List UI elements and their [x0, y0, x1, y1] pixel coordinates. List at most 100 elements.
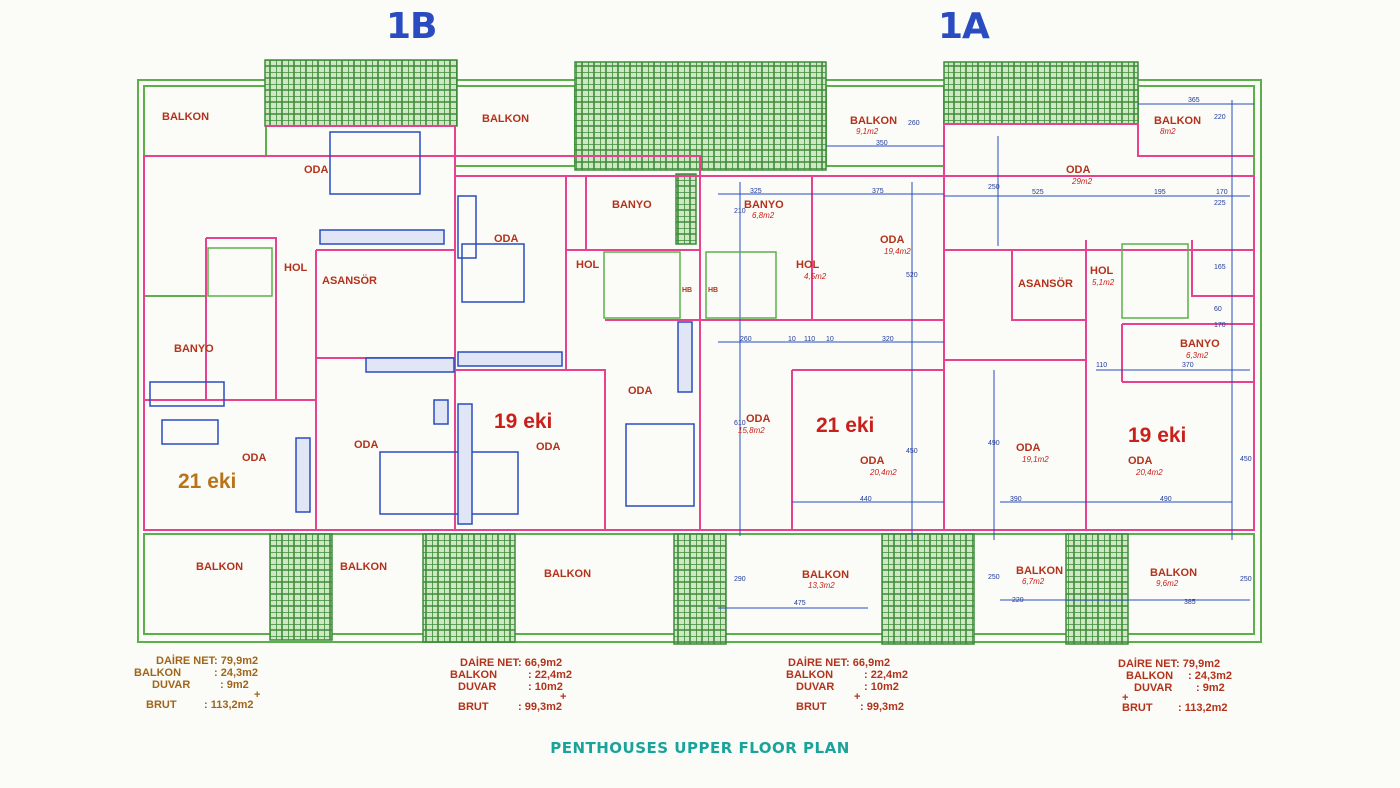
summary-duvar-value: : 9m2 — [220, 679, 249, 691]
room-label: ODA — [860, 455, 885, 467]
staircases — [207, 243, 1189, 319]
dimension-label: 195 — [1154, 189, 1166, 196]
dimension-label: 220 — [1012, 597, 1024, 604]
dimension-label: 110 — [1096, 362, 1108, 369]
area-label: 6,7m2 — [1022, 577, 1045, 586]
summary-plus: + — [854, 691, 861, 703]
room-label: BALKON — [850, 115, 898, 127]
dimension-label: 365 — [1188, 97, 1200, 104]
summary-brut-value: : 99,3m2 — [518, 701, 563, 713]
summary-balkon-label: BALKON — [1126, 670, 1174, 682]
summary-brut-value: : 113,2m2 — [1178, 702, 1228, 714]
summary-duvar-label: DUVAR — [796, 681, 835, 693]
summary-brut-value: : 113,2m2 — [204, 699, 254, 711]
summary-duvar-label: DUVAR — [1134, 682, 1173, 694]
summary-duvar-value: : 9m2 — [1196, 682, 1225, 694]
area-label: 15,8m2 — [738, 426, 765, 435]
area-label: 13,3m2 — [808, 581, 835, 590]
dimension-label: 60 — [1214, 306, 1222, 313]
planter-blocks — [264, 59, 1139, 645]
summary-balkon-label: BALKON — [450, 669, 498, 681]
room-label: BALKON — [1016, 565, 1064, 577]
dimension-label: 290 — [734, 576, 746, 583]
room-label: ODA — [746, 413, 771, 425]
summary-brut-label: BRUT — [1122, 702, 1153, 714]
room-label: ODA — [1016, 442, 1041, 454]
unit-type-label: 19 eki — [494, 410, 553, 433]
area-label: 6,8m2 — [752, 211, 775, 220]
furniture — [149, 131, 695, 525]
summary-balkon-label: BALKON — [134, 667, 182, 679]
dimension-label: 220 — [1214, 114, 1226, 121]
room-label: ODA — [494, 233, 519, 245]
summary-balkon-value: : 22,4m2 — [528, 669, 573, 681]
area-label: 19,4m2 — [884, 247, 911, 256]
area-label: 20,4m2 — [870, 468, 897, 477]
unit-summary: DAİRE NET: 79,9m2 BALKON : 24,3m2 DUVAR : … — [134, 655, 260, 711]
room-label: ASANSÖR — [322, 275, 378, 287]
dimension-label: 440 — [860, 496, 872, 503]
dimension-label: 260 — [740, 336, 752, 343]
room-label: HOL — [284, 262, 308, 274]
room-label: HOL — [576, 259, 600, 271]
dimension-label: 490 — [988, 440, 1000, 447]
room-label: BANYO — [744, 199, 784, 211]
summary-brut-label: BRUT — [146, 699, 177, 711]
summary-duvar-label: DUVAR — [152, 679, 191, 691]
dimension-label: 475 — [794, 600, 806, 607]
dimension-label: 10 — [788, 336, 796, 343]
dimension-label: 390 — [1010, 496, 1022, 503]
unit-1a-heading: 1A — [938, 6, 990, 47]
dimension-label: 450 — [1240, 456, 1252, 463]
room-label: ODA — [304, 164, 329, 176]
dimension-label: 610 — [734, 420, 746, 427]
room-label: ASANSÖR — [1018, 278, 1074, 290]
room-label: BALKON — [162, 111, 210, 123]
room-label: ODA — [536, 441, 561, 453]
summary-net: DAİRE NET: 66,9m2 — [788, 657, 891, 669]
dimension-label: 250 — [988, 184, 1000, 191]
summary-duvar-label: DUVAR — [458, 681, 497, 693]
dimension-label: 250 — [988, 574, 1000, 581]
room-label: BANYO — [1180, 338, 1220, 350]
area-label: 29m2 — [1072, 177, 1093, 186]
room-label: BALKON — [482, 113, 530, 125]
summary-duvar-value: : 10m2 — [864, 681, 899, 693]
summary-balkon-value: : 22,4m2 — [864, 669, 909, 681]
room-label: ODA — [1128, 455, 1153, 467]
dimension-label: 210 — [734, 208, 746, 215]
dimension-label: 110 — [804, 336, 816, 343]
dimension-label: 260 — [908, 120, 920, 127]
room-label: BALKON — [196, 561, 244, 573]
dimension-label: 450 — [906, 448, 918, 455]
dimension-label: 490 — [1160, 496, 1172, 503]
plan-title: PENTHOUSES UPPER FLOOR PLAN — [550, 739, 850, 757]
area-label: 19,1m2 — [1022, 455, 1049, 464]
dimension-lines — [718, 100, 1254, 609]
summary-brut-label: BRUT — [796, 701, 827, 713]
summary-balkon-value: : 24,3m2 — [214, 667, 259, 679]
unit-type-label: 21 eki — [816, 414, 875, 437]
dimension-label: 385 — [1184, 599, 1196, 606]
room-label: BALKON — [340, 561, 388, 573]
room-label: HB — [708, 287, 719, 294]
dimension-label: 520 — [906, 272, 918, 279]
summary-balkon-label: BALKON — [786, 669, 834, 681]
summary-net: DAİRE NET: 79,9m2 — [156, 655, 259, 667]
dimension-label: 325 — [750, 188, 762, 195]
room-label: BALKON — [1154, 115, 1202, 127]
unit-1b-heading: 1B — [386, 6, 437, 47]
room-label: BALKON — [544, 568, 592, 580]
unit-type-label: 21 eki — [178, 470, 237, 493]
dimension-label: 165 — [1214, 264, 1226, 271]
room-label: BANYO — [174, 343, 214, 355]
room-label: ODA — [880, 234, 905, 246]
summary-plus: + — [560, 691, 567, 703]
room-label: ODA — [242, 452, 267, 464]
summary-brut-value: : 99,3m2 — [860, 701, 905, 713]
summary-plus: + — [1122, 692, 1129, 704]
summary-net: DAİRE NET: 79,9m2 — [1118, 658, 1221, 670]
area-label: 6,3m2 — [1186, 351, 1209, 360]
unit-summary: DAİRE NET: 66,9m2 BALKON : 22,4m2 DUVAR : … — [772, 657, 908, 713]
